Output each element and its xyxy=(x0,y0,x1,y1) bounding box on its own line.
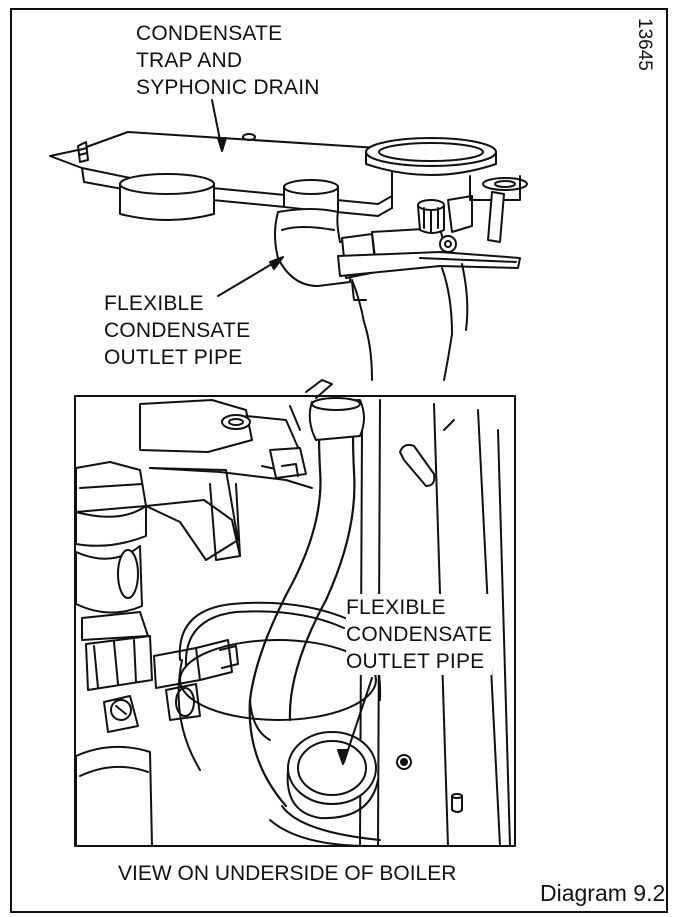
condensate-trap-label-line: TRAP AND xyxy=(136,49,243,72)
condensate-trap-label: CONDENSATE TRAP AND SYPHONIC DRAIN xyxy=(136,20,320,101)
condensate-trap-label-line: CONDENSATE xyxy=(136,22,283,45)
outlet-pipe-label-top: FLEXIBLE CONDENSATE OUTLET PIPE xyxy=(104,290,250,371)
figure-reference-number: 13645 xyxy=(634,18,655,71)
top-view-drawing xyxy=(49,99,528,381)
outlet-pipe-label-line: CONDENSATE xyxy=(104,319,251,342)
outlet-pipe-label-line: OUTLET PIPE xyxy=(104,346,243,369)
inset-caption: VIEW ON UNDERSIDE OF BOILER xyxy=(118,862,457,885)
outlet-pipe-label-inset: FLEXIBLE CONDENSATE OUTLET PIPE xyxy=(346,594,493,675)
condensate-trap-label-line: SYPHONIC DRAIN xyxy=(136,76,320,99)
diagram-number: Diagram 9.2 xyxy=(540,880,666,906)
outlet-pipe-label-line: CONDENSATE xyxy=(346,623,493,646)
outlet-pipe-label-line: FLEXIBLE xyxy=(346,596,446,619)
outlet-pipe-label-line: FLEXIBLE xyxy=(104,292,204,315)
diagram-frame xyxy=(10,8,668,913)
outlet-pipe-label-line: OUTLET PIPE xyxy=(346,650,485,673)
